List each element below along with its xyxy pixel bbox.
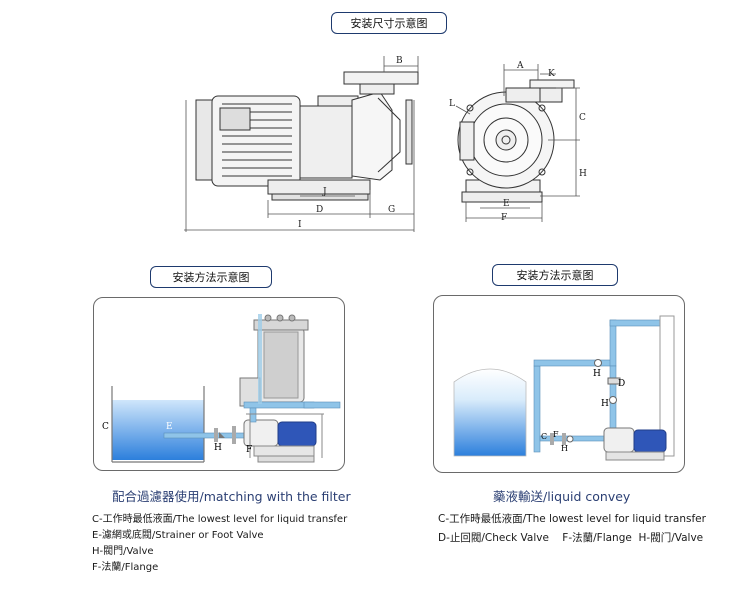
left-legend-item: E-濾網或底閥/Strainer or Foot Valve [92, 530, 264, 541]
left-legend-item: C-工作時最低液面/The lowest level for liquid tr… [92, 514, 348, 525]
dim-label-C: C [579, 113, 586, 123]
label-valve: H [214, 443, 222, 453]
label-valve-mid: H [601, 399, 609, 409]
dim-label-I: I [298, 220, 302, 230]
dimension-diagram-title: 安装尺寸示意图 [331, 12, 447, 34]
right-install-title: 安装方法示意图 [492, 264, 618, 286]
label-strainer: E [166, 422, 173, 432]
right-legend-item: C-工作時最低液面/The lowest level for liquid tr… [438, 513, 706, 525]
label-flange: F [246, 445, 252, 455]
dim-label-K: K [548, 69, 555, 79]
right-legend-item: D-止回閥/Check Valve F-法蘭/Flange H-閥门/Valve [438, 532, 704, 544]
liquid-convey-diagram: H D H C F H [453, 315, 675, 461]
dim-label-J: J [322, 187, 327, 197]
dim-label-B: B [396, 56, 403, 66]
label-valve-top: H [593, 369, 601, 379]
left-caption: 配合過濾器使用/matching with the filter [112, 489, 351, 504]
filter-install-diagram: C E H F [102, 314, 341, 463]
label-lowest-level-right: C [541, 432, 547, 441]
dim-label-H: H [579, 169, 587, 179]
label-flange-right: F [553, 430, 559, 439]
left-legend: C-工作時最低液面/The lowest level for liquid tr… [92, 512, 347, 576]
filter-install-panel: C E H F [93, 297, 345, 471]
dim-label-E: E [503, 199, 510, 209]
pump-side-view [195, 71, 419, 201]
pump-front-view [457, 79, 575, 203]
pump-dimension-drawing: B J D G I A K C H E F L [184, 56, 587, 232]
dim-label-D: D [316, 205, 323, 215]
right-caption: 藥液輸送/liquid convey [493, 489, 631, 504]
label-valve-bottom: H [561, 444, 568, 453]
left-legend-item: F-法蘭/Flange [92, 562, 159, 573]
label-lowest-level: C [102, 422, 109, 432]
dim-label-F: F [501, 213, 507, 223]
label-check-valve: D [618, 379, 625, 389]
dim-label-L: L [449, 99, 455, 109]
left-legend-item: H-閥門/Valve [92, 546, 154, 557]
dim-label-A: A [516, 61, 524, 71]
liquid-convey-panel: H D H C F H [433, 295, 685, 473]
right-legend: C-工作時最低液面/The lowest level for liquid tr… [438, 510, 706, 548]
left-install-title: 安装方法示意图 [150, 266, 272, 288]
dim-label-G: G [388, 205, 395, 215]
